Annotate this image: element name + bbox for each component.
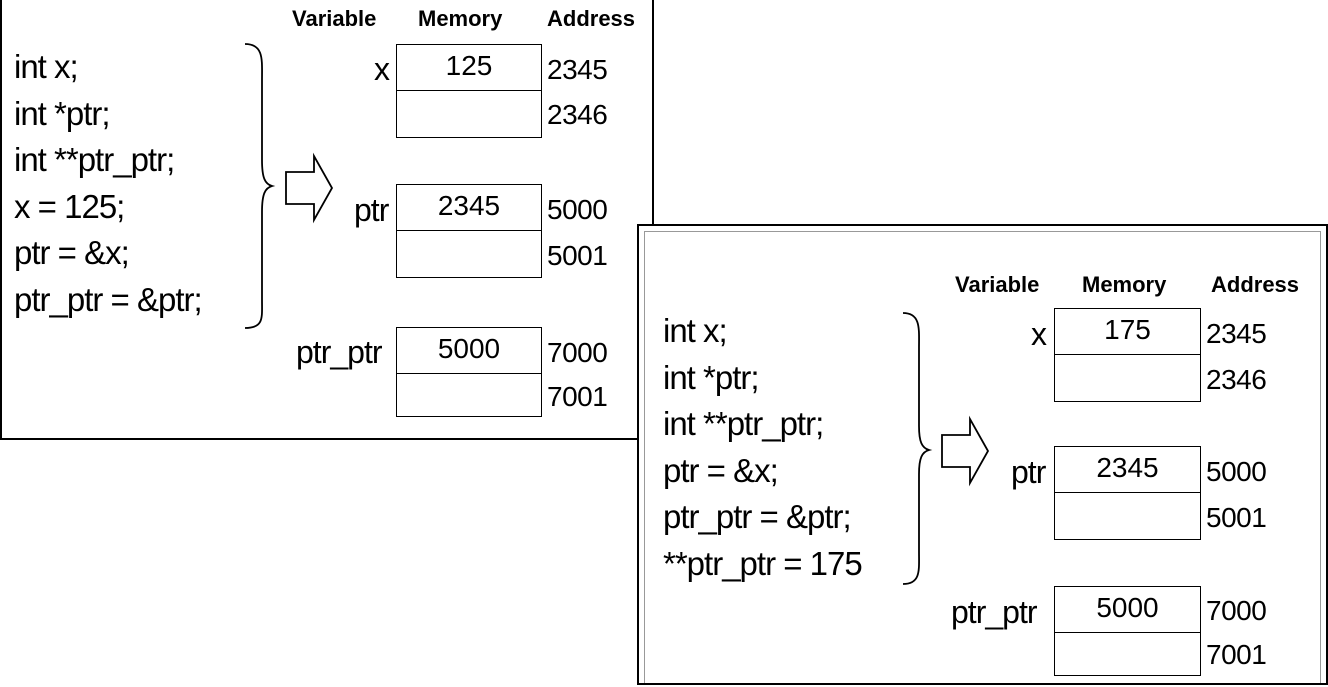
code-line: int *ptr; <box>14 94 111 132</box>
code-line: int x; <box>663 312 728 349</box>
address-label: 5000 <box>547 194 608 225</box>
code-line: int **ptr_ptr; <box>663 405 824 442</box>
right-arrow-icon <box>941 415 990 487</box>
inner-frame <box>644 231 1321 683</box>
address-label: 5000 <box>1206 456 1267 487</box>
code-line: x = 125; <box>14 187 125 225</box>
memory-cell: 2345 <box>396 184 542 232</box>
right-arrow-icon <box>285 152 334 224</box>
memory-diagram-panel-1: Variable Memory Address int x; int *ptr;… <box>0 0 654 440</box>
memory-cell: 175 <box>1054 308 1201 356</box>
address-label: 2345 <box>547 54 608 85</box>
memory-cell <box>1054 632 1201 676</box>
address-label: 7000 <box>1206 595 1267 626</box>
code-line: int *ptr; <box>663 358 760 396</box>
brace-and-arrow <box>902 312 990 585</box>
variable-label: ptr_ptr <box>951 594 1037 630</box>
address-label: 5001 <box>547 240 608 271</box>
header-address: Address <box>1211 272 1300 297</box>
variable-label: x <box>1031 316 1047 352</box>
header-memory: Memory <box>418 6 503 31</box>
memory-cell <box>396 90 542 138</box>
memory-cell <box>1054 354 1201 402</box>
memory-diagram-panel-2: Variable Memory Address int x; int *ptr;… <box>637 224 1328 685</box>
code-line: ptr = &x; <box>663 451 779 489</box>
code-line: int x; <box>14 48 79 85</box>
memory-cell <box>396 230 542 278</box>
code-line: ptr_ptr = &ptr; <box>14 280 203 318</box>
code-line: int **ptr_ptr; <box>14 141 175 178</box>
curly-brace-icon <box>244 43 276 329</box>
memory-cell <box>396 373 542 417</box>
address-label: 2346 <box>1206 364 1267 395</box>
address-label: 2346 <box>547 99 608 130</box>
address-label: 2345 <box>1206 318 1267 349</box>
brace-and-arrow <box>244 43 334 329</box>
header-variable: Variable <box>955 272 1040 297</box>
variable-label: x <box>374 51 390 87</box>
memory-cell: 5000 <box>1054 586 1201 634</box>
code-line: ptr = &x; <box>14 234 130 271</box>
header-address: Address <box>547 6 636 31</box>
code-listing: int x; int *ptr; int **ptr_ptr; ptr = &x… <box>663 308 863 587</box>
variable-label: ptr <box>354 192 389 228</box>
address-label: 7000 <box>547 337 608 368</box>
header-memory: Memory <box>1082 272 1167 297</box>
code-line: **ptr_ptr = 175 <box>663 544 863 582</box>
code-line: ptr_ptr = &ptr; <box>663 498 852 535</box>
memory-cell: 5000 <box>396 327 542 375</box>
address-label: 7001 <box>547 381 608 412</box>
address-label: 7001 <box>1206 639 1267 670</box>
memory-cell <box>1054 492 1201 540</box>
header-variable: Variable <box>292 6 377 31</box>
code-listing: int x; int *ptr; int **ptr_ptr; x = 125;… <box>14 44 203 323</box>
memory-cell: 125 <box>396 44 542 92</box>
address-label: 5001 <box>1206 502 1267 533</box>
variable-label: ptr_ptr <box>296 334 382 370</box>
variable-label: ptr <box>1011 454 1046 490</box>
memory-cell: 2345 <box>1054 446 1201 494</box>
curly-brace-icon <box>902 312 933 585</box>
